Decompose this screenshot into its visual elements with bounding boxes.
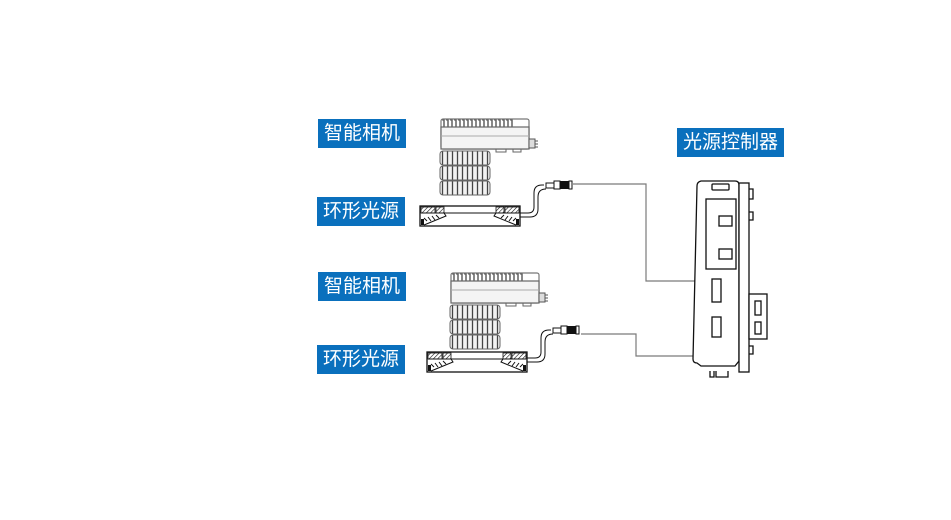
ring-light-1-cable xyxy=(519,180,573,218)
ring-light-1 xyxy=(419,205,521,227)
smart-camera-2 xyxy=(449,272,549,350)
light-controller xyxy=(692,180,768,378)
smart-camera-1 xyxy=(439,118,539,196)
wire-1 xyxy=(573,183,717,282)
label-light-controller: 光源控制器 xyxy=(677,128,785,157)
label-ring-light-1: 环形光源 xyxy=(317,197,406,226)
ring-light-2-cable xyxy=(526,325,580,363)
wire-2 xyxy=(581,333,695,357)
ring-light-2 xyxy=(426,351,528,373)
label-smart-camera-1: 智能相机 xyxy=(318,119,407,148)
label-ring-light-2: 环形光源 xyxy=(317,345,406,374)
label-smart-camera-2: 智能相机 xyxy=(318,272,407,301)
